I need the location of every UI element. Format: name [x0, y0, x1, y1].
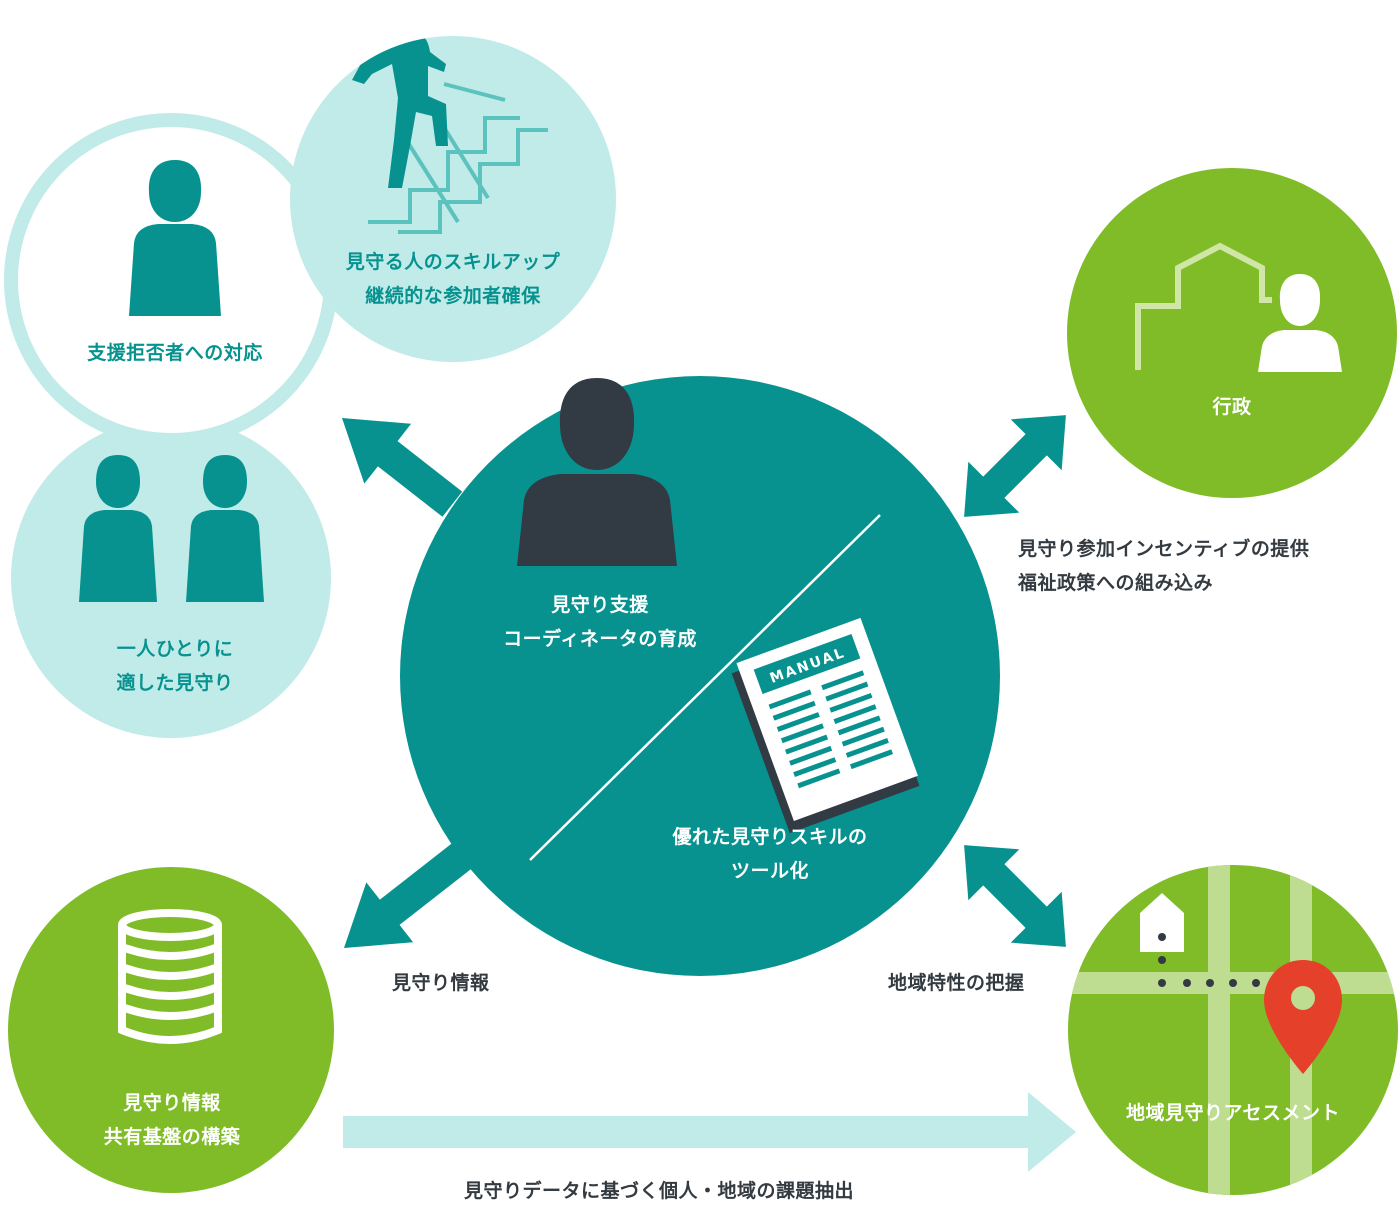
skill-up-line-2: 継続的な参加者確保 — [365, 285, 541, 307]
assessment-label: 地域見守りアセスメント — [1098, 1096, 1368, 1130]
government-link-label: 見守り参加インセンティブの提供 福祉政策への組み込み — [1018, 532, 1309, 600]
bottom-link-label: 見守りデータに基づく個人・地域の課題抽出 — [464, 1174, 854, 1208]
tool-line-2: ツール化 — [730, 860, 809, 882]
coordinator-label: 見守り支援 コーディネータの育成 — [450, 588, 750, 656]
individual-care-label: 一人ひとりに 適した見守り — [40, 632, 310, 700]
tool-line-1: 優れた見守りスキルの — [672, 826, 868, 848]
bottom-link-text: 見守りデータに基づく個人・地域の課題抽出 — [464, 1180, 855, 1202]
stair-climber-icon — [352, 36, 548, 234]
government-text: 行政 — [1212, 396, 1252, 418]
info-link-text: 見守り情報 — [392, 972, 490, 994]
coordinator-icon — [517, 378, 677, 566]
map-pin-icon — [1264, 960, 1342, 1074]
person-icon — [129, 160, 221, 316]
arrow-government-two-way — [964, 415, 1066, 517]
government-label: 行政 — [1132, 390, 1332, 424]
two-people-icon — [79, 455, 264, 602]
skill-up-circle — [290, 36, 616, 362]
arrow-to-bottom-left — [344, 843, 473, 948]
coordinator-line-2: コーディネータの育成 — [503, 628, 697, 650]
government-circle — [1067, 168, 1397, 498]
database-line-1: 見守り情報 — [123, 1092, 221, 1114]
individual-care-circle — [11, 418, 331, 738]
manual-icon: MANUAL — [731, 617, 920, 834]
database-label: 見守り情報 共有基盤の構築 — [40, 1086, 304, 1154]
assessment-circle — [1068, 865, 1398, 1195]
center-divider — [529, 514, 881, 861]
government-link-line-1: 見守り参加インセンティブの提供 — [1018, 538, 1310, 560]
arrow-bottom — [343, 1092, 1076, 1172]
refusal-text: 支援拒否者への対応 — [87, 342, 263, 364]
government-building-icon — [1135, 242, 1342, 372]
house-icon — [1140, 893, 1184, 952]
individual-line-2: 適した見守り — [116, 672, 234, 694]
individual-line-1: 一人ひとりに — [116, 638, 234, 660]
database-icon — [118, 909, 222, 1044]
map-icon — [1068, 865, 1398, 1195]
government-link-line-2: 福祉政策への組み込み — [1018, 572, 1214, 594]
assessment-text: 地域見守りアセスメント — [1125, 1102, 1341, 1124]
coordinator-line-1: 見守り支援 — [551, 594, 649, 616]
skill-up-line-1: 見守る人のスキルアップ — [345, 251, 561, 273]
tool-label: 優れた見守りスキルの ツール化 — [640, 820, 900, 888]
database-circle — [8, 867, 334, 1193]
database-line-2: 共有基盤の構築 — [103, 1126, 241, 1148]
region-link-text: 地域特性の把握 — [888, 972, 1025, 994]
refusal-label: 支援拒否者への対応 — [40, 336, 310, 370]
arrow-assessment-two-way — [964, 845, 1066, 947]
region-link-label: 地域特性の把握 — [888, 966, 1025, 1000]
arrow-to-top-left — [342, 418, 463, 517]
info-link-label: 見守り情報 — [392, 966, 490, 1000]
skill-up-label: 見守る人のスキルアップ 継続的な参加者確保 — [303, 245, 603, 313]
